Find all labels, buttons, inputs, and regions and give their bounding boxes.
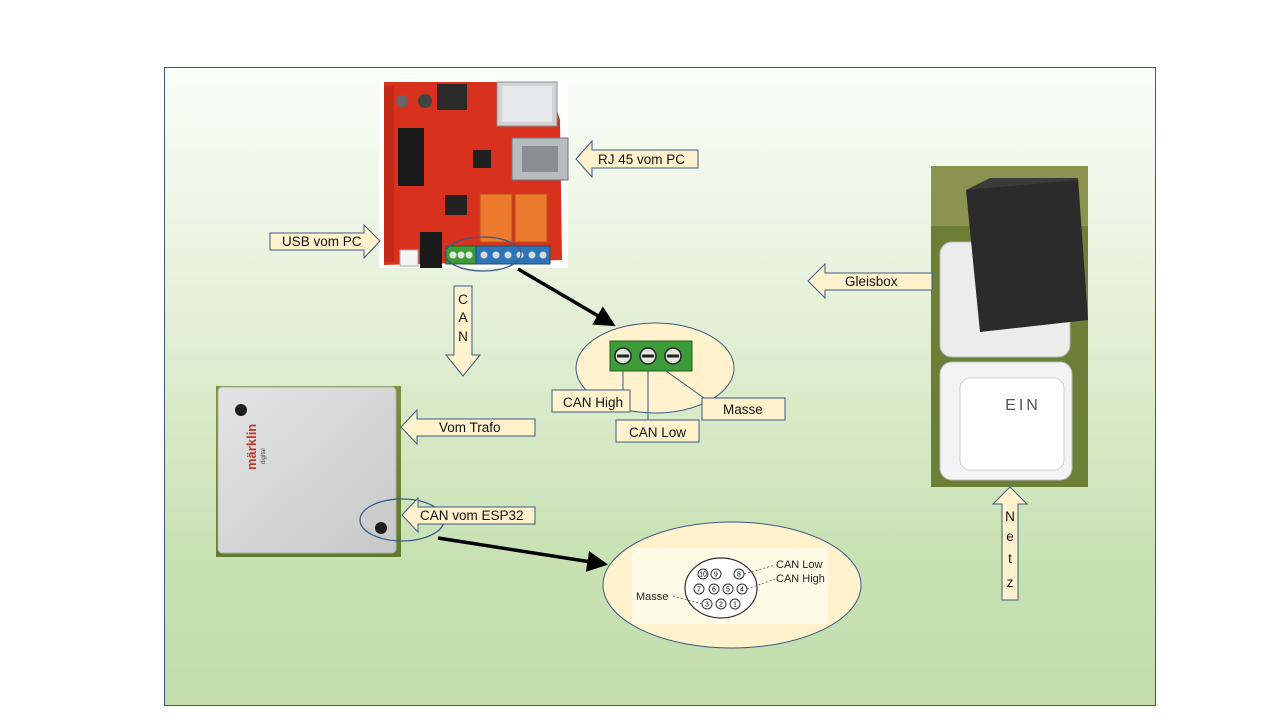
- can-letter-1: C: [458, 292, 468, 307]
- gleisbox-sub-text: digital: [261, 448, 267, 464]
- zoom-arrow-plug: [437, 536, 609, 572]
- esp32-board-photo: [379, 79, 569, 268]
- netz-letter-2: e: [1006, 529, 1014, 544]
- callout-gleisbox: Gleisbox: [807, 262, 933, 300]
- svg-text:4: 4: [740, 587, 744, 594]
- terminal-leader-lines: [622, 370, 705, 420]
- svg-text:Masse: Masse: [723, 402, 763, 417]
- svg-text:9: 9: [714, 572, 718, 579]
- plug-masse-label: Masse: [636, 591, 668, 603]
- terminal-highlight-ellipse: [444, 236, 522, 272]
- pin-7: 7: [693, 583, 705, 595]
- svg-text:CAN High: CAN High: [563, 395, 623, 410]
- terminal-screw-3: [664, 347, 682, 365]
- terminal-screw-1: [614, 347, 632, 365]
- pin-6: 6: [708, 583, 720, 595]
- svg-text:Gleisbox: Gleisbox: [845, 274, 898, 289]
- pin-1: 1: [729, 598, 741, 610]
- usb-label: USB vom PC: [282, 234, 362, 249]
- pin-2: 2: [715, 598, 727, 610]
- terminal-screw-2: [639, 347, 657, 365]
- netz-letter-3: t: [1008, 551, 1012, 566]
- pin-10: 10: [697, 568, 709, 580]
- label-can-low: CAN Low: [615, 419, 700, 443]
- can-letter-3: N: [458, 329, 468, 344]
- callout-vom-trafo: Vom Trafo: [400, 408, 536, 446]
- netz-letter-4: z: [1007, 575, 1014, 590]
- svg-text:CAN Low: CAN Low: [629, 425, 686, 440]
- socket-ein-text: EIN: [1005, 397, 1041, 414]
- callout-can-arrow: C A N: [444, 285, 482, 377]
- pin-9: 9: [710, 568, 722, 580]
- plug-pinout-ellipse: 10 9 8 7 6 5 4 3 2 1 CAN Low CAN High Ma…: [602, 521, 862, 649]
- svg-text:3: 3: [705, 602, 709, 609]
- svg-text:5: 5: [726, 587, 730, 594]
- plug-can-high-label: CAN High: [776, 573, 825, 585]
- svg-text:6: 6: [712, 587, 716, 594]
- callout-rj45: RJ 45 vom PC: [575, 139, 699, 179]
- svg-text:CAN vom ESP32: CAN vom ESP32: [420, 508, 524, 523]
- svg-text:7: 7: [697, 587, 701, 594]
- power-socket-photo: EIN: [931, 166, 1088, 487]
- callout-netz-arrow: N e t z: [991, 486, 1029, 601]
- can-letter-2: A: [458, 310, 467, 325]
- rj45-label: RJ 45 vom PC: [598, 152, 685, 167]
- svg-text:Vom Trafo: Vom Trafo: [439, 420, 501, 435]
- plug-pins: 10 9 8 7 6 5 4 3 2 1: [693, 568, 748, 610]
- zoom-arrow-terminal: [517, 267, 616, 327]
- svg-text:2: 2: [719, 602, 723, 609]
- label-can-high: CAN High: [551, 389, 631, 413]
- svg-text:1: 1: [733, 602, 737, 609]
- plug-can-low-label: CAN Low: [776, 559, 823, 571]
- callout-can-vom-esp32: CAN vom ESP32: [401, 496, 536, 534]
- gleisbox-brand-text: märklin: [244, 424, 259, 470]
- pin-5: 5: [722, 583, 734, 595]
- netz-letter-1: N: [1005, 509, 1015, 524]
- callout-usb: USB vom PC: [269, 223, 381, 260]
- svg-text:8: 8: [737, 572, 741, 579]
- svg-text:10: 10: [699, 572, 707, 579]
- pin-8: 8: [733, 568, 745, 580]
- pin-3: 3: [701, 598, 713, 610]
- pin-4: 4: [736, 583, 748, 595]
- label-masse: Masse: [701, 397, 786, 421]
- gleisbox-photo: märklin digital: [216, 386, 401, 557]
